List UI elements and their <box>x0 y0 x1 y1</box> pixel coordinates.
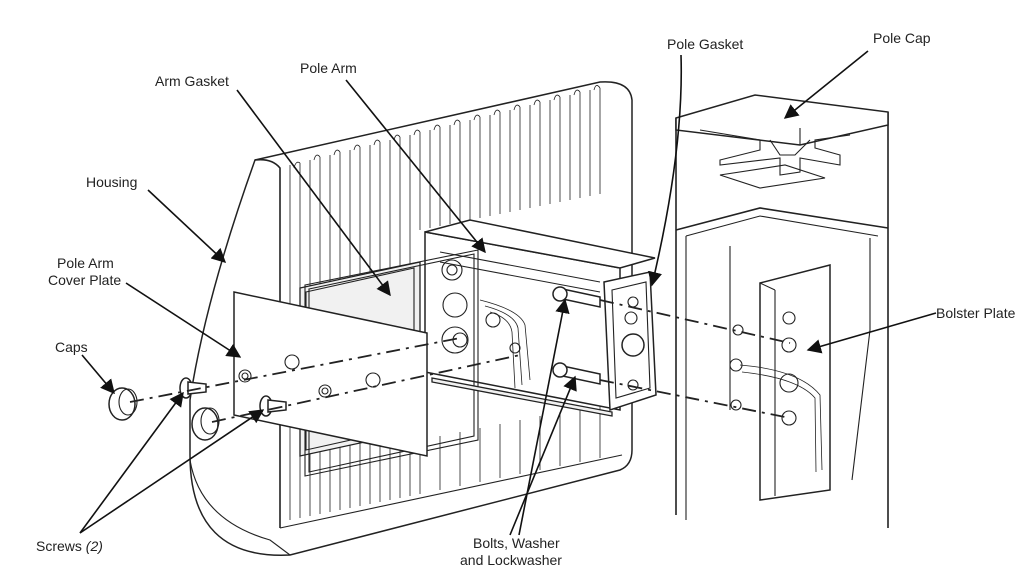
label-cover-plate-line1: Pole Arm <box>57 255 114 271</box>
label-bolts-line2: and Lockwasher <box>460 552 562 568</box>
callout-labels: Pole Gasket Pole Cap Arm Gasket Pole Arm… <box>36 30 1016 568</box>
pole <box>675 112 889 528</box>
alignment-centerlines <box>129 299 791 423</box>
label-pole-gasket: Pole Gasket <box>667 36 743 52</box>
pole-arm-cover-plate <box>233 291 428 457</box>
pole-cap <box>675 94 889 189</box>
label-caps: Caps <box>55 339 88 355</box>
pole-gasket <box>603 271 657 412</box>
leader-lines <box>79 50 937 536</box>
label-bolts-line1: Bolts, Washer <box>473 535 560 551</box>
bolster-plate <box>729 264 831 501</box>
label-screws: Screws (2) <box>36 538 103 554</box>
label-arm-gasket: Arm Gasket <box>155 73 229 89</box>
label-cover-plate-line2: Cover Plate <box>48 272 121 288</box>
arm-bolts <box>485 286 601 385</box>
label-screws-text: Screws <box>36 538 82 554</box>
label-pole-cap: Pole Cap <box>873 30 931 46</box>
caps <box>108 387 220 441</box>
label-housing: Housing <box>86 174 137 190</box>
label-bolster-plate: Bolster Plate <box>936 305 1016 321</box>
label-pole-arm: Pole Arm <box>300 60 357 76</box>
label-screws-count: (2) <box>86 538 103 554</box>
